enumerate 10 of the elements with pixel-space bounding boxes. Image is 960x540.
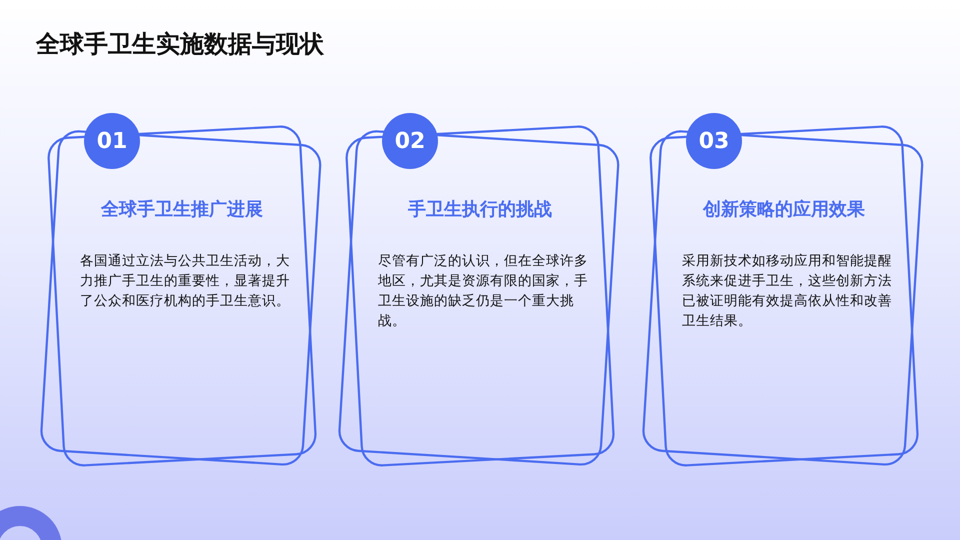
number-badge: 01	[84, 113, 140, 169]
card-heading: 手卫生执行的挑战	[407, 198, 553, 221]
number-badge: 02	[382, 113, 438, 169]
page-title: 全球手卫生实施数据与现状	[36, 29, 324, 60]
card-description: 采用新技术如移动应用和智能提醒系统来促进手卫生，这些创新方法已被证明能有效提高依从性和改善卫生结果。	[682, 252, 893, 331]
card-description: 各国通过立法与公共卫生活动，大力推广手卫生的重要性，显著提升了公众和医疗机构的手卫生意识。	[80, 252, 291, 311]
card-heading: 创新策略的应用效果	[702, 198, 866, 221]
card-heading: 全球手卫生推广进展	[100, 198, 264, 221]
number-badge: 03	[686, 113, 742, 169]
card-description: 尽管有广泛的认识，但在全球许多地区，尤其是资源有限的国家，手卫生设施的缺乏仍是一个重大挑战。	[378, 252, 589, 331]
